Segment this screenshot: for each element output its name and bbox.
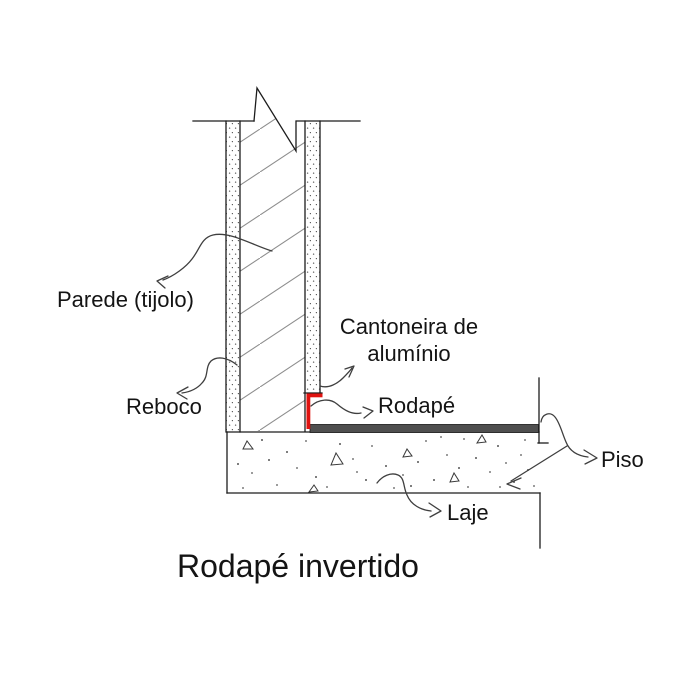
break-symbol [192, 86, 361, 154]
plaster-layer-right [305, 121, 320, 393]
parede-leader-arrow [156, 233, 273, 289]
slab-texture-triangles [242, 434, 487, 493]
floor-step-cut-lines [537, 377, 549, 444]
rodape-leader-arrow [310, 399, 374, 419]
reboco-leader-arrow [176, 357, 238, 400]
label-parede: Parede (tijolo) [57, 287, 194, 312]
label-laje: Laje [447, 500, 489, 525]
label-reboco: Reboco [126, 394, 202, 419]
concrete-slab [226, 431, 541, 549]
label-cantoneira: Cantoneira de alumínio [336, 314, 482, 368]
aluminum-corner-bead [306, 393, 323, 429]
laje-leader-arrow [376, 473, 442, 518]
plaster-layer-left [226, 121, 240, 432]
slab-texture-dots [237, 436, 535, 489]
slab-outline [226, 431, 541, 549]
cantoneira-leader-arrow [319, 365, 355, 388]
masonry-wall [192, 86, 361, 433]
label-rodape: Rodapé [378, 393, 456, 418]
label-piso: Piso [601, 447, 644, 472]
piso-leader-arrow [540, 413, 598, 465]
label-cantoneira-line1: Cantoneira de [339, 314, 479, 339]
piso-break-diagonal [506, 445, 568, 490]
drawing-title: Rodapé invertido [177, 548, 419, 584]
wall-outline [225, 120, 323, 433]
floor-strip [309, 424, 539, 433]
brick-wall-hatch [240, 88, 305, 431]
label-cantoneira-line2: alumínio [367, 340, 451, 366]
